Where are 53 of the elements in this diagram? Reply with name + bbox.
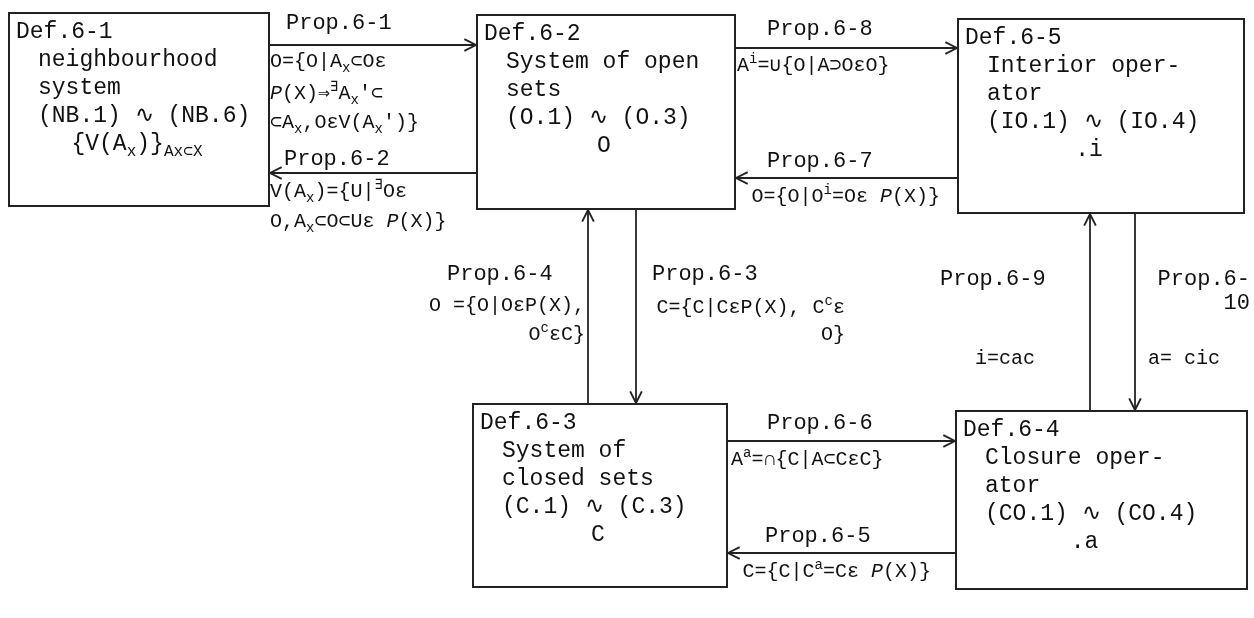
arrow [1083, 213, 1097, 411]
edge-label: Prop.6-6 [765, 412, 875, 437]
formula: O ={O|OεP(X), O$^{c}$εC} [427, 293, 585, 348]
notation-symbol: {V(A$_{x}$)}$_{Ax⊂X}$ [70, 130, 204, 163]
arrow [1128, 213, 1142, 411]
definition-name: neighbourhood system [38, 46, 219, 103]
definition-name: Interior oper-ator [987, 52, 1182, 109]
definition-name: System of open sets [506, 48, 701, 105]
definition-heading: Def.6-2 [484, 20, 582, 49]
definition-heading: Def.6-5 [965, 24, 1063, 53]
edge-label: Prop.6-4 [445, 263, 555, 288]
axiom-range: (C.1) ∿ (C.3) [502, 493, 688, 522]
definition-box [8, 12, 270, 207]
definition-name: Closure oper-ator [985, 444, 1166, 501]
notation-symbol: O [596, 132, 612, 161]
formula: C={C|CεP(X), C$^{c}$ε O} [655, 292, 845, 348]
arrow [735, 41, 958, 55]
arrow [581, 209, 595, 404]
axiom-range: (NB.1) ∿ (NB.6) [38, 102, 252, 131]
formula: a= cic [1148, 346, 1221, 372]
arrow [269, 166, 477, 180]
formula: C={C|C$^{a}$=Cε P(X)} [741, 556, 931, 585]
definition-box [957, 18, 1245, 214]
arrow [727, 434, 956, 448]
arrow [629, 209, 643, 404]
definition-name: System of closed sets [502, 437, 655, 494]
edge-label: Prop.6-9 [938, 268, 1048, 293]
arrow [269, 38, 477, 52]
edge-label: Prop.6-2 [282, 148, 392, 173]
definition-heading: Def.6-3 [480, 409, 578, 438]
formula: O={O|A$_{x}$⊂Oε P(X)⇒$^{∃}$A$_{x}$'⊂ ⊂A$_{x}$,OεV(A$_{x}$')} [270, 49, 420, 140]
formula: A$^{a}$=∩{C|A⊂CεC} [731, 444, 885, 473]
arrow [727, 546, 956, 560]
edge-label: Prop.6-8 [765, 18, 875, 43]
arrow [735, 171, 958, 185]
notation-symbol: .i [1074, 136, 1104, 165]
definition-heading: Def.6-4 [963, 416, 1061, 445]
axiom-range: (O.1) ∿ (O.3) [506, 104, 692, 133]
formula: V(A$_{x}$)={U|$^{∃}$Oε O,A$_{x}$⊂O⊂Uε P(X)} [270, 176, 448, 238]
edge-label: Prop.6-5 [763, 525, 873, 550]
axiom-range: (IO.1) ∿ (IO.4) [987, 108, 1201, 137]
notation-symbol: C [590, 521, 606, 550]
definition-box [472, 403, 728, 588]
definition-box [955, 410, 1248, 590]
definition-box [476, 14, 736, 210]
edge-label: Prop.6-1 [284, 12, 394, 37]
formula: i=cac [975, 346, 1036, 372]
axiom-range: (CO.1) ∿ (CO.4) [985, 500, 1199, 529]
formula: A$^{i}$=∪{O|A⊃OεO} [737, 50, 891, 79]
edge-label: Prop.6-3 [650, 263, 760, 288]
formula: O={O|O$^{i}$=Oε P(X)} [750, 181, 940, 210]
definition-heading: Def.6-1 [16, 18, 114, 47]
notation-symbol: .a [1069, 528, 1100, 557]
